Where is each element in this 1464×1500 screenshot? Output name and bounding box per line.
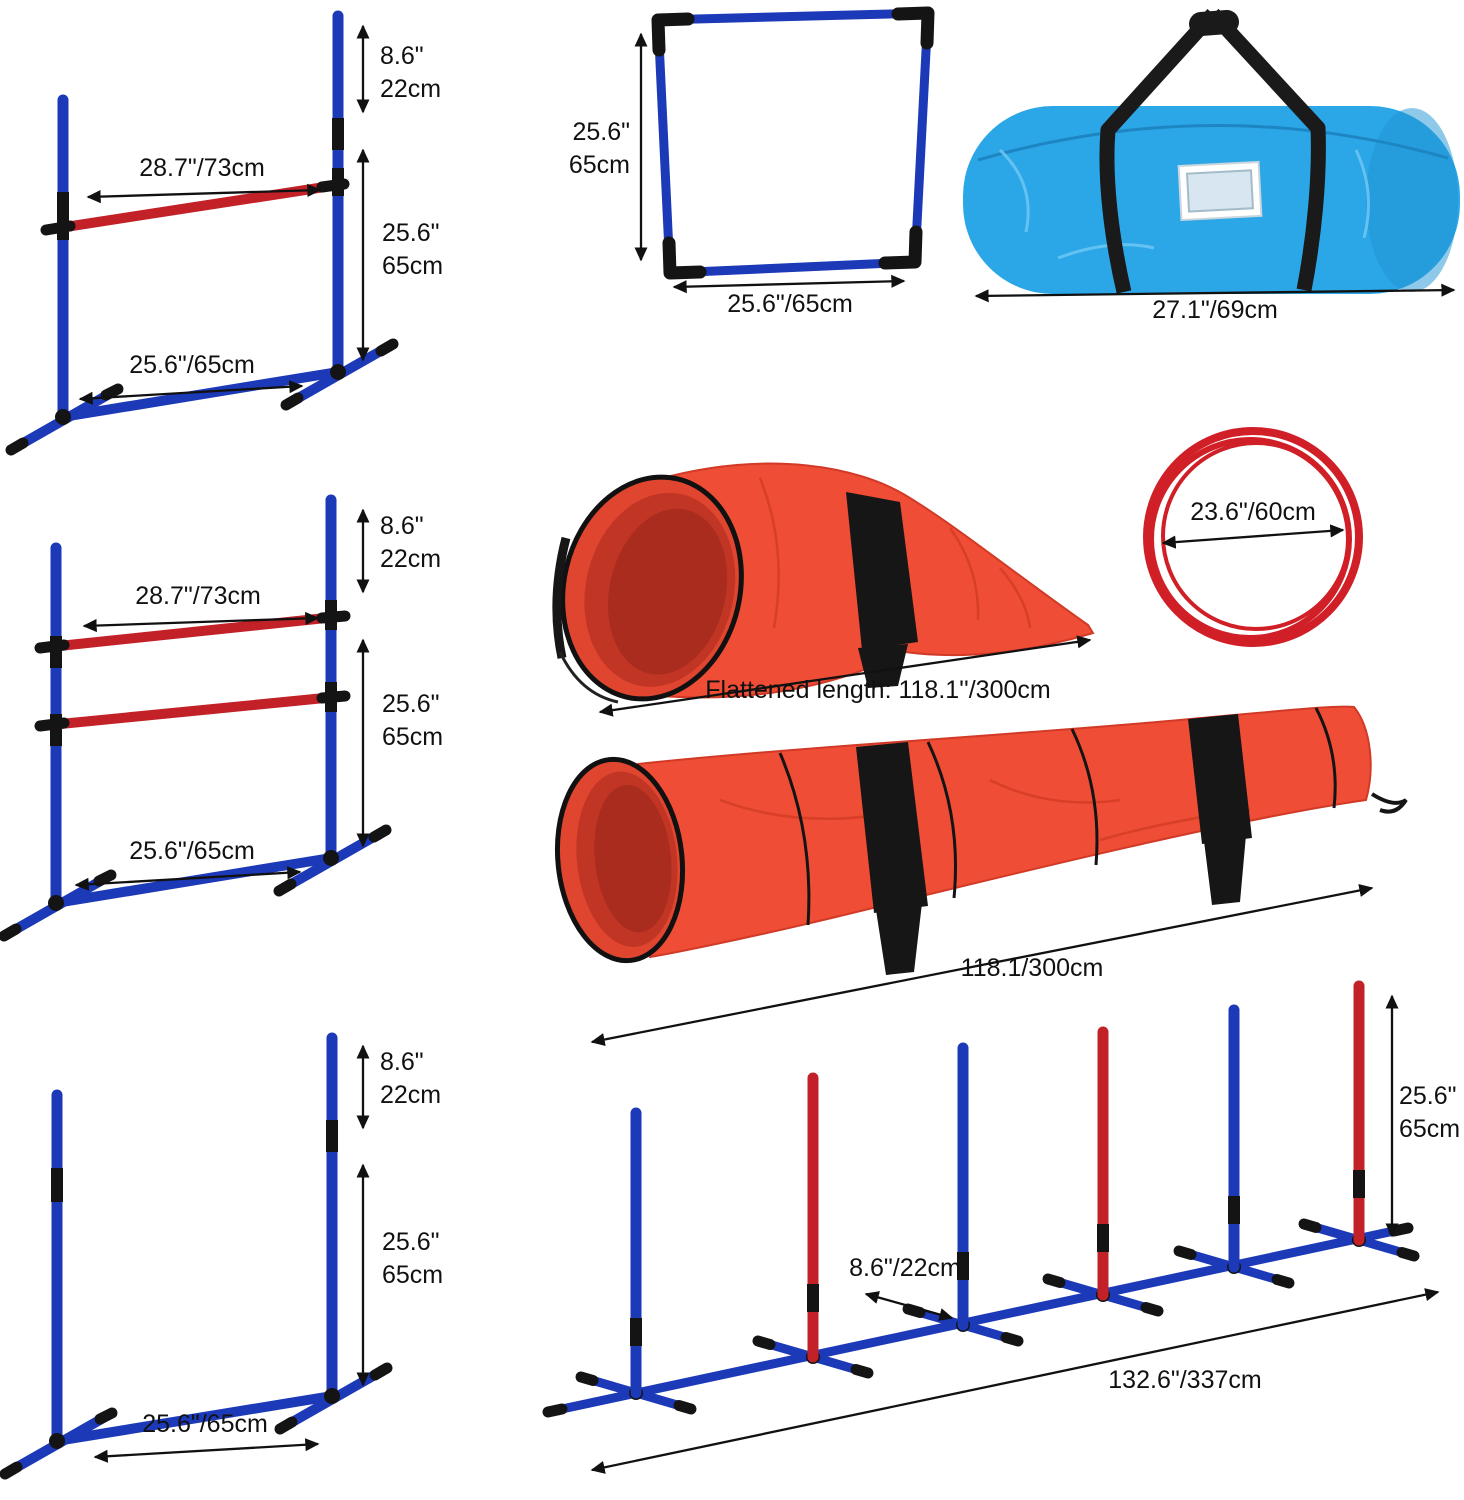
dim-label: 25.6" bbox=[572, 118, 630, 146]
dim-label: 132.6"/337cm bbox=[1108, 1366, 1261, 1394]
dim-label: 65cm bbox=[569, 151, 630, 179]
dim-label: 23.6"/60cm bbox=[1190, 498, 1316, 526]
dim-label: 25.6" bbox=[382, 1228, 440, 1256]
hoop-ring bbox=[1143, 427, 1363, 647]
dimension-arrow bbox=[78, 380, 304, 405]
tunnel-strap-flap bbox=[876, 903, 922, 975]
dim-label: 27.1"/69cm bbox=[1152, 296, 1278, 324]
double-bar-jump: 8.6" 22cm 28.7"/73cm 25.6" 65cm 25.6"/65… bbox=[4, 494, 443, 936]
dimension-arrow bbox=[590, 1288, 1440, 1474]
dim-label: 25.6"/65cm bbox=[727, 290, 853, 318]
single-bar-jump: 8.6" 22cm 28.7"/73cm 25.6" 65cm 25.6"/65… bbox=[11, 10, 443, 450]
dim-label: Flattened length: 118.1''/300cm bbox=[705, 676, 1050, 704]
dimension-arrow bbox=[93, 1438, 320, 1463]
handle-grip bbox=[1189, 10, 1239, 36]
dimension-arrow bbox=[74, 866, 302, 891]
bag-handle bbox=[1099, 8, 1219, 294]
dimension-arrow bbox=[672, 274, 906, 294]
dimension-arrow bbox=[598, 635, 1092, 717]
base-rail bbox=[543, 1223, 1413, 1417]
tunnel-strap bbox=[1188, 714, 1252, 844]
tunnel-strap bbox=[846, 492, 918, 650]
flattened-tunnel: Flattened length: 118.1''/300cm bbox=[552, 462, 1095, 717]
jump-bar-upper bbox=[39, 611, 346, 653]
tunnel-strap bbox=[856, 742, 928, 913]
dim-label: 8.6"/22cm bbox=[849, 1254, 961, 1282]
dim-label: 22cm bbox=[380, 75, 441, 103]
weave-poles: 8.6"/22cm 25.6" 65cm 132.6"/337cm bbox=[542, 980, 1460, 1474]
dimension-arrow bbox=[590, 884, 1374, 1046]
dim-label: 65cm bbox=[1399, 1115, 1460, 1143]
dim-label: 25.6"/65cm bbox=[129, 351, 255, 379]
dimension-arrow bbox=[1161, 524, 1345, 549]
dim-label: 28.7"/73cm bbox=[135, 582, 261, 610]
dim-label: 8.6" bbox=[380, 512, 424, 540]
dim-label: 22cm bbox=[380, 545, 441, 573]
carry-bag: 27.1"/69cm bbox=[963, 8, 1460, 324]
dim-label: 118.1/300cm bbox=[961, 954, 1104, 982]
tunnel-body bbox=[636, 705, 1372, 959]
dim-label: 28.7"/73cm bbox=[139, 154, 265, 182]
square-frame: 25.6" 65cm 25.6"/65cm bbox=[569, 6, 935, 318]
tunnel-strap-flap bbox=[1204, 835, 1246, 905]
bag-handle bbox=[1207, 8, 1326, 292]
tunnel-handle bbox=[552, 536, 571, 659]
tunnel-tie-cord bbox=[1370, 792, 1408, 814]
dimension-arrow bbox=[974, 283, 1456, 303]
dim-label: 25.6" bbox=[382, 690, 440, 718]
dim-label: 8.6" bbox=[380, 42, 424, 70]
dim-label: 65cm bbox=[382, 1261, 443, 1289]
bag-label-window bbox=[1177, 160, 1263, 222]
dim-label: 65cm bbox=[382, 252, 443, 280]
long-tunnel: 118.1/300cm bbox=[554, 705, 1408, 1046]
dim-label: 22cm bbox=[380, 1081, 441, 1109]
dim-label: 25.6" bbox=[382, 219, 440, 247]
dim-label: 25.6" bbox=[1399, 1082, 1457, 1110]
jump-bar-lower bbox=[39, 691, 346, 731]
dim-label: 25.6"/65cm bbox=[129, 837, 255, 865]
dimension-arrow bbox=[82, 611, 320, 633]
dim-label: 25.6"/65cm bbox=[142, 1410, 268, 1438]
jump-stand: 8.6" 22cm 25.6" 65cm 25.6"/65cm bbox=[5, 1032, 443, 1474]
dim-label: 65cm bbox=[382, 723, 443, 751]
dimension-arrow bbox=[86, 183, 322, 204]
red-hoop: 23.6"/60cm bbox=[1143, 427, 1363, 647]
dim-label: 8.6" bbox=[380, 1048, 424, 1076]
